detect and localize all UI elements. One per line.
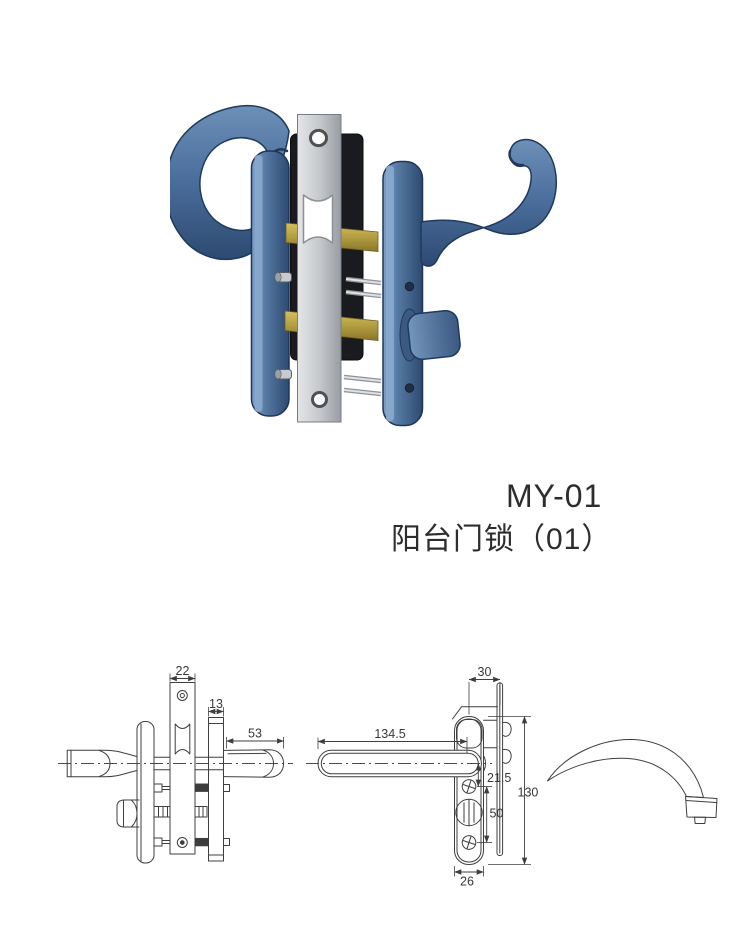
plate-screw-top [404, 281, 415, 292]
drawings-svg: 22 13 53 [58, 664, 718, 889]
right-escutcheon-plate [382, 160, 424, 427]
model-number: MY-01 [506, 478, 603, 514]
dim-label-13: 13 [209, 697, 223, 711]
dim-label-30: 30 [478, 665, 492, 679]
product-render-3d [164, 95, 570, 455]
front-knob [455, 798, 483, 827]
view-lever-profile [547, 738, 718, 824]
front-screw-bottom [461, 835, 477, 850]
plate-screw-bottom [404, 383, 415, 393]
dim-label-50: 50 [490, 807, 504, 821]
faceplate-screw-hole-top [309, 128, 328, 148]
dim-label-134-5: 134.5 [374, 727, 405, 741]
render-svg [164, 104, 557, 427]
dim-label-53: 53 [248, 727, 262, 741]
view-side-assembly: 22 13 53 [58, 664, 293, 864]
fixing-screws [274, 272, 292, 380]
faceplate-screw-hole-bottom [311, 391, 328, 408]
connecting-rods [343, 276, 382, 397]
dim-label-21-5: 21.5 [487, 771, 511, 785]
steel-faceplate [297, 114, 342, 423]
thumb-turn-knob [399, 308, 461, 362]
lever-profile-outline [547, 738, 704, 798]
dim-label-22: 22 [176, 664, 190, 678]
dim-label-26: 26 [460, 875, 474, 889]
roller-latch-cutout [302, 194, 334, 244]
technical-drawings: 22 13 53 [40, 640, 740, 905]
product-name: 阳台门锁（01） [391, 523, 613, 556]
right-lever-handle [420, 138, 557, 267]
dim-label-130: 130 [518, 786, 539, 800]
front-screw-top [461, 779, 477, 794]
rosette [456, 719, 483, 749]
view-front-handle: 134.5 30 21.5 50 130 26 [306, 665, 538, 889]
left-escutcheon-plate [250, 150, 290, 417]
